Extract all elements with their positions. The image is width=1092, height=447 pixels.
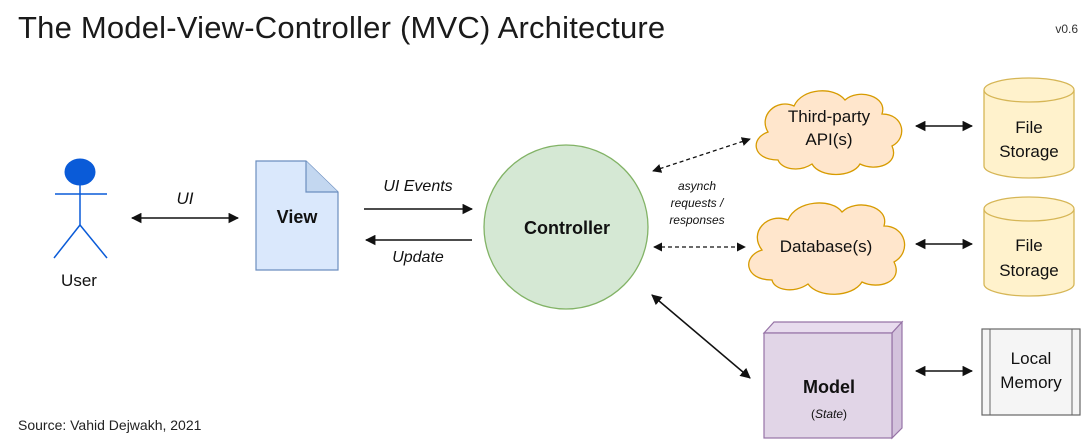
diagram-title: The Model-View-Controller (MVC) Architec… (18, 10, 666, 45)
file-storage-2-label-line-2: Storage (999, 261, 1059, 280)
file-storage-1-node: File Storage (983, 77, 1075, 179)
file-storage-2-body (983, 209, 1075, 297)
asynch-line-3: responses (669, 213, 724, 227)
user-head (64, 158, 96, 186)
ui-events-connector: UI Events (364, 178, 474, 215)
local-memory-box (981, 328, 1081, 416)
update-connector: Update (364, 234, 472, 266)
model-box-side (891, 320, 903, 440)
local-memory-node: Local Memory (981, 328, 1081, 416)
database-cloud-shape (748, 202, 906, 295)
asynch-line-1: asynch (678, 179, 716, 193)
api-label-line-2: API(s) (805, 130, 852, 149)
source-credit: Source: Vahid Dejwakh, 2021 (18, 417, 202, 433)
user-left-leg (53, 224, 81, 259)
asynch-line-2: requests / (671, 196, 725, 210)
controller-label: Controller (524, 218, 610, 238)
user-label: User (61, 271, 97, 290)
model-node: Model (State) (762, 320, 904, 440)
user-actor: User (53, 158, 108, 290)
update-label: Update (392, 249, 444, 266)
file-storage-1-top (983, 77, 1075, 103)
file-storage-2-top (983, 196, 1075, 222)
database-label: Database(s) (780, 237, 873, 256)
ui-events-label: UI Events (383, 178, 452, 195)
controller-node: Controller (483, 144, 649, 310)
version-label: v0.6 (1055, 22, 1078, 36)
controller-circle (483, 144, 649, 310)
controller-api-connector (652, 137, 751, 173)
file-storage-2-label-line-1: File (1015, 236, 1042, 255)
file-storage-1-label-line-2: Storage (999, 142, 1059, 161)
model-box-front (763, 332, 893, 439)
model-state-text: State (815, 407, 843, 421)
view-label: View (277, 207, 319, 227)
api-cloud-node: Third-party API(s) (755, 90, 903, 176)
user-right-leg (79, 224, 108, 259)
file-storage-1-label-line-1: File (1015, 118, 1042, 137)
view-document-fold (305, 161, 338, 193)
database-cloud-node: Database(s) (748, 202, 906, 295)
view-node: View (255, 160, 339, 271)
local-memory-label-line-1: Local (1011, 349, 1052, 368)
local-memory-label-line-2: Memory (1000, 373, 1062, 392)
model-label: Model (803, 377, 855, 397)
file-storage-1-body (983, 90, 1075, 179)
model-box-top (762, 321, 904, 334)
ui-connector: UI (130, 189, 240, 224)
controller-model-connector (651, 294, 751, 379)
file-storage-2-node: File Storage (983, 196, 1075, 297)
model-state-label: (State) (811, 407, 847, 421)
model-state-open: ( (811, 407, 815, 421)
asynch-note: asynch requests / responses (669, 179, 725, 227)
api-cloud-shape (755, 90, 903, 176)
model-state-close: ) (843, 407, 847, 421)
api-label-line-1: Third-party (788, 107, 871, 126)
ui-label: UI (177, 189, 194, 208)
